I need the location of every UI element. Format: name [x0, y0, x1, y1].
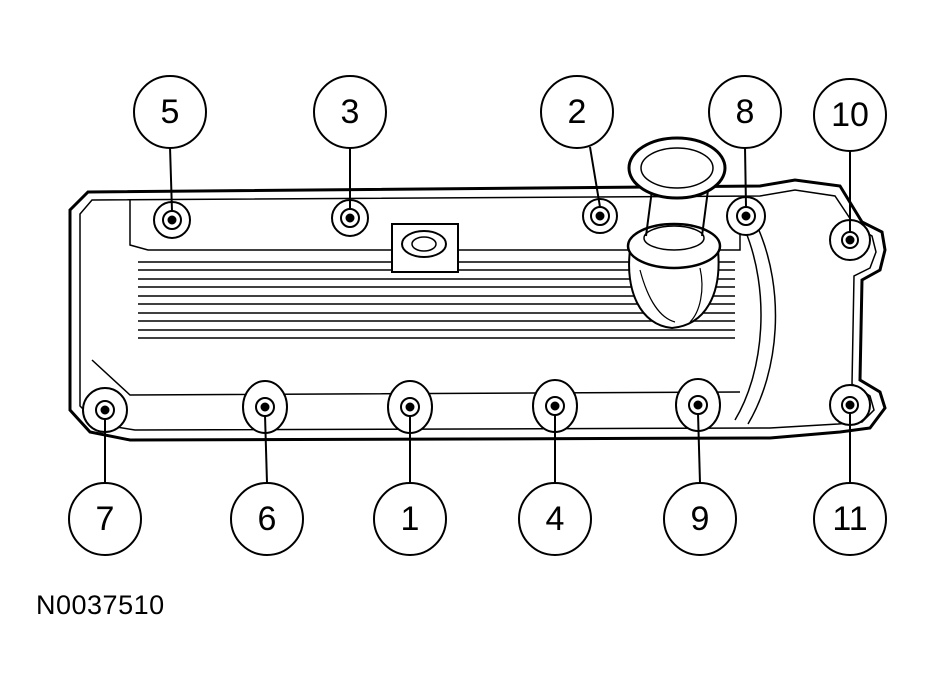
svg-text:2: 2 — [568, 93, 587, 131]
svg-text:7: 7 — [96, 500, 115, 538]
svg-text:4: 4 — [546, 500, 565, 538]
svg-text:9: 9 — [691, 500, 710, 538]
svg-text:5: 5 — [161, 93, 180, 131]
callout-10: 10 — [813, 78, 887, 152]
svg-text:8: 8 — [736, 93, 755, 131]
bolt-2 — [582, 198, 618, 234]
bolt-4 — [532, 379, 578, 433]
oil-fill-neck — [626, 136, 727, 330]
valve-cover-right-sweep — [734, 227, 777, 425]
callout-3: 3 — [313, 75, 387, 149]
bolt-3 — [331, 199, 369, 237]
callout-5: 5 — [133, 75, 207, 149]
figure-id: N0037510 — [36, 590, 165, 620]
callout-2: 2 — [540, 75, 614, 149]
callout-6: 6 — [230, 482, 304, 556]
callout-leaders — [104, 146, 851, 484]
callout-11: 11 — [813, 482, 887, 556]
svg-text:1: 1 — [401, 500, 420, 538]
callout-9: 9 — [663, 482, 737, 556]
callout-7: 7 — [68, 482, 142, 556]
bolt-6 — [242, 380, 288, 434]
callout-4: 4 — [518, 482, 592, 556]
svg-text:6: 6 — [258, 500, 277, 538]
valve-cover-top-panel — [129, 200, 741, 251]
bolt-9 — [675, 378, 721, 432]
svg-text:11: 11 — [832, 500, 867, 538]
bolt-7 — [82, 387, 128, 433]
pcv-grommet — [391, 223, 459, 273]
svg-text:10: 10 — [831, 96, 869, 134]
bolt-callouts: 5 3 2 8 10 7 6 1 4 9 11 — [68, 75, 887, 556]
callout-1: 1 — [373, 482, 447, 556]
svg-text:3: 3 — [341, 93, 360, 131]
callout-8: 8 — [708, 75, 782, 149]
